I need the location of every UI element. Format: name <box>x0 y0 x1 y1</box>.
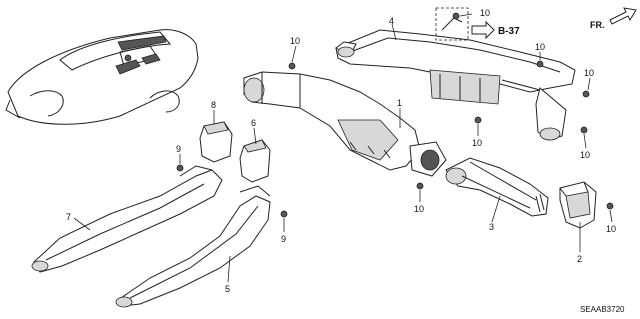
front-direction-indicator <box>609 7 637 25</box>
vehicle-outline <box>5 29 199 125</box>
callout-10-g: 10 <box>414 204 424 214</box>
callout-9-upper: 9 <box>176 144 181 154</box>
callout-10-d: 10 <box>584 68 594 78</box>
part-3-rear-duct <box>445 157 549 217</box>
callout-10-f: 10 <box>472 138 482 148</box>
fasteners <box>176 12 614 218</box>
callout-4: 4 <box>389 16 394 26</box>
callout-10-a: 10 <box>290 36 300 46</box>
callout-3: 3 <box>489 222 494 232</box>
part-8-connector <box>199 121 233 163</box>
callout-10-c: 10 <box>535 42 545 52</box>
part-2-outlet <box>559 181 597 229</box>
leader-lines <box>73 13 613 283</box>
reference-inset <box>435 7 495 41</box>
diagram-code: SEAAB3720 <box>580 305 625 314</box>
callouts: 1 2 3 4 5 6 7 8 9 9 10 10 10 10 10 10 10… <box>66 8 616 294</box>
part-7-floor-duct <box>31 165 223 273</box>
callout-5: 5 <box>225 284 230 294</box>
callout-8: 8 <box>211 100 216 110</box>
callout-1: 1 <box>397 98 402 108</box>
front-label: FR. <box>590 20 605 30</box>
callout-7: 7 <box>66 212 71 222</box>
callout-2: 2 <box>577 254 582 264</box>
callout-10-e: 10 <box>580 150 590 160</box>
part-1-center-duct <box>243 71 447 177</box>
callout-10-h: 10 <box>606 224 616 234</box>
part-5-floor-duct <box>115 185 271 308</box>
callout-9-lower: 9 <box>281 234 286 244</box>
reference-label: B-37 <box>498 26 520 37</box>
part-4-upper-duct <box>335 29 576 141</box>
part-6-connector <box>239 139 271 183</box>
callout-10-b: 10 <box>480 8 490 18</box>
callout-6: 6 <box>251 118 256 128</box>
